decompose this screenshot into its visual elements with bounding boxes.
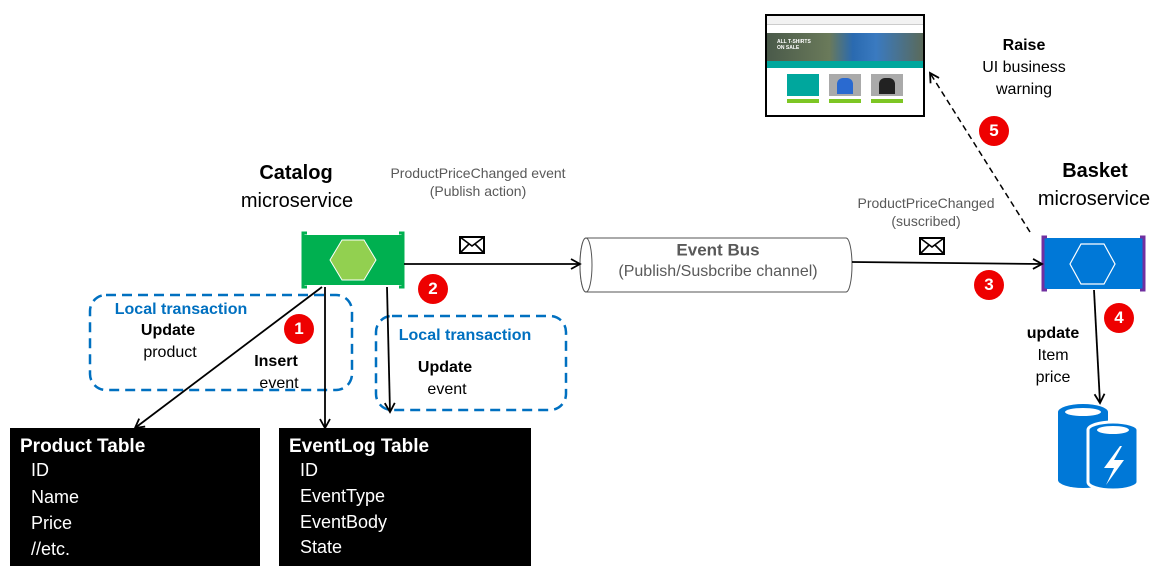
envelope-icon [919, 237, 945, 255]
step-badge-3: 3 [974, 270, 1004, 300]
eventlog-table-field: EventType [300, 486, 386, 506]
local-transaction-box-2 [374, 314, 568, 412]
event-bus-title: Event Bus [676, 240, 760, 260]
thumbnail-banner-text: ALL T-SHIRTS [777, 39, 811, 45]
eventlog-table-field: State [300, 537, 343, 557]
update-product-arrow [133, 286, 323, 430]
raise-warning-arrow [929, 71, 1031, 233]
local-transaction-2-action: Update [417, 359, 473, 376]
eventlog-table-title: EventLog Table [289, 436, 430, 457]
catalog-microservice-icon [301, 231, 405, 289]
update-event-arrow [384, 286, 396, 414]
local-transaction-2-title: Local transaction [398, 327, 532, 344]
insert-object: event [259, 375, 299, 392]
subscribe-arrow [851, 258, 1044, 270]
basket-update-line2: price [1035, 369, 1071, 386]
subscribe-label-action: (suscribed) [891, 213, 961, 229]
subscribe-label: ProductPriceChanged [857, 195, 995, 211]
thumbnail-banner-text: ON SALE [777, 45, 800, 51]
local-transaction-1-title: Local transaction [114, 301, 248, 318]
basket-microservice-icon [1041, 235, 1146, 292]
raise-line1: UI business [982, 59, 1066, 76]
product-table-field: ID [31, 460, 49, 480]
step-badge-2: 2 [418, 274, 448, 304]
publish-label: ProductPriceChanged event [390, 165, 566, 181]
local-transaction-1-object: product [143, 344, 197, 361]
insert-action: Insert [254, 353, 298, 370]
envelope-icon [459, 236, 485, 254]
website-screenshot: ALL T-SHIRTS ON SALE [765, 14, 925, 117]
eventlog-table: EventLog Table ID EventType EventBody St… [279, 428, 531, 566]
local-transaction-2-object: event [427, 381, 467, 398]
raise-line2: warning [995, 81, 1053, 98]
publish-label-action: (Publish action) [429, 183, 527, 199]
eventlog-table-field: ID [300, 460, 318, 480]
local-transaction-box-1 [88, 293, 354, 392]
product-table-field: //etc. [31, 539, 71, 559]
local-transaction-1-action: Update [140, 322, 196, 339]
update-price-arrow [1093, 289, 1106, 405]
raise-title: Raise [1002, 37, 1046, 54]
product-table-field: Name [31, 487, 80, 507]
hexagon-icon [329, 239, 377, 281]
basket-subtitle: microservice [1037, 188, 1151, 210]
step-badge-5: 5 [979, 116, 1009, 146]
database-lightning-icon [1058, 404, 1140, 492]
hexagon-icon [1069, 243, 1116, 285]
step-badge-1: 1 [284, 314, 314, 344]
basket-title: Basket [1062, 160, 1128, 182]
basket-update-line1: Item [1037, 347, 1069, 364]
product-table-field: Price [31, 513, 73, 533]
eventlog-table-field: EventBody [300, 512, 388, 532]
event-bus-subtitle: (Publish/Susbcribe channel) [618, 263, 818, 280]
basket-update-action: update [1026, 325, 1080, 342]
event-bus-cylinder [579, 237, 853, 293]
catalog-title: Catalog [259, 162, 333, 184]
catalog-subtitle: microservice [240, 190, 354, 212]
product-table-title: Product Table [20, 436, 146, 457]
step-badge-4: 4 [1104, 303, 1134, 333]
product-table: Product Table ID Name Price //etc. [10, 428, 260, 566]
